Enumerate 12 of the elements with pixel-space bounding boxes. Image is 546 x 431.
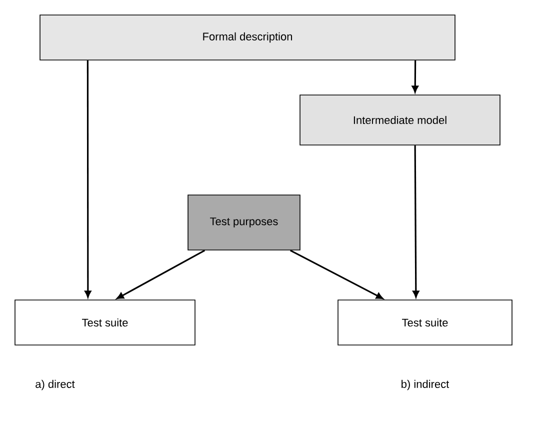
process-box: Test purposes xyxy=(188,194,300,250)
arrow xyxy=(116,250,206,300)
arrow xyxy=(412,60,418,93)
process-box: Test suite xyxy=(338,300,512,346)
caption: b) indirect xyxy=(402,380,450,390)
arrow xyxy=(412,145,420,298)
caption: a) direct xyxy=(36,380,75,390)
process-box: Formal description xyxy=(40,14,456,60)
arrow xyxy=(290,250,384,300)
process-box: Test suite xyxy=(14,300,196,346)
arrow xyxy=(84,60,92,298)
process-box: Intermediate model xyxy=(300,94,500,146)
